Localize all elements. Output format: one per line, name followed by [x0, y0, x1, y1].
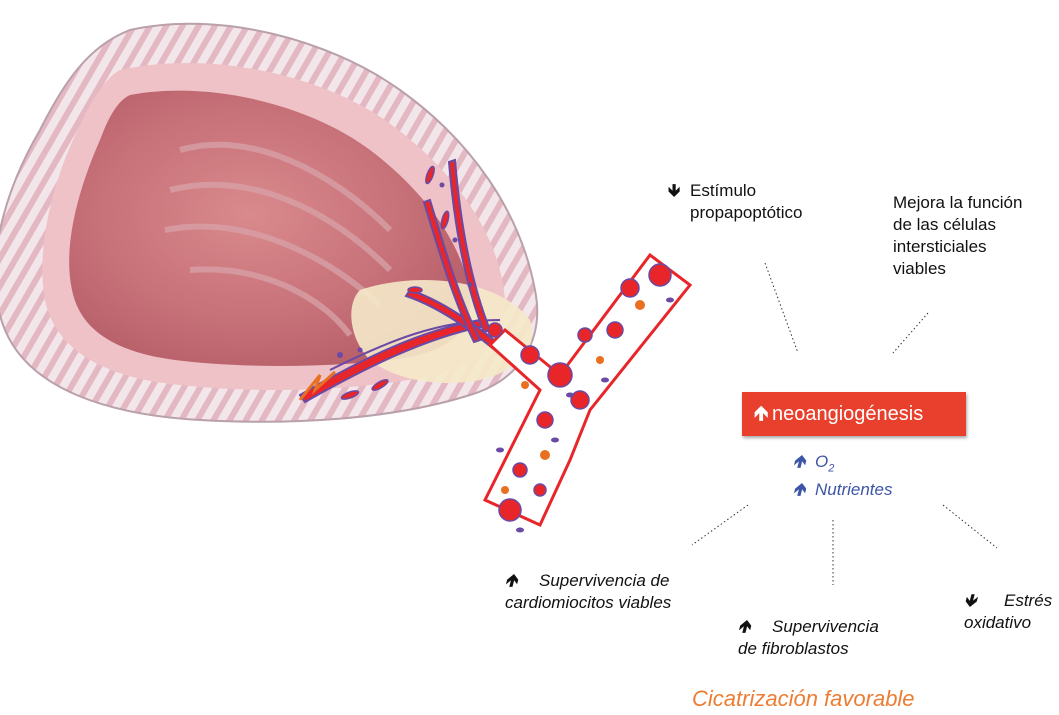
label-line: Estrés — [1004, 591, 1052, 610]
label-line: cardiomiocitos viables — [505, 593, 671, 612]
neoangiogenesis-box: 🡹neoangiogénesis — [742, 392, 966, 436]
label-estres-oxidativo: 🡻Estrés oxidativo — [964, 590, 1052, 634]
label-line: Supervivencia — [772, 617, 879, 636]
up-arrow-icon: 🡹 — [754, 392, 772, 436]
label-supervivencia-cardiomiocitos: 🡹Supervivencia de cardiomiocitos viables — [505, 570, 671, 614]
up-arrow-icon: 🡹 — [738, 616, 772, 638]
label-line: Estímulo — [690, 181, 756, 200]
footer-cicatrizacion: Cicatrización favorable — [692, 686, 915, 712]
label-line: de las células — [893, 215, 996, 234]
center-effects: 🡹O2 🡹Nutrientes — [793, 451, 892, 500]
label-line: Supervivencia de — [539, 571, 669, 590]
label-line: oxidativo — [964, 613, 1031, 632]
label-mejora-funcion: Mejora la función de las células interst… — [893, 192, 1022, 280]
box-label: neoangiogénesis — [772, 403, 923, 425]
label-line: viables — [893, 259, 946, 278]
effect-o2: O — [815, 452, 828, 471]
down-arrow-icon: 🡻 — [668, 180, 690, 202]
effect-nutrientes: Nutrientes — [815, 480, 892, 499]
effect-o2-subscript: 2 — [828, 462, 834, 474]
label-line: Mejora la función — [893, 193, 1022, 212]
label-line: intersticiales — [893, 237, 987, 256]
up-arrow-icon: 🡹 — [793, 451, 815, 472]
down-arrow-icon: 🡻 — [964, 590, 1004, 612]
label-supervivencia-fibroblastos: 🡹Supervivencia de fibroblastos — [738, 616, 879, 660]
up-arrow-icon: 🡹 — [505, 570, 539, 592]
label-line: de fibroblastos — [738, 639, 849, 658]
label-line: propapoptótico — [690, 203, 802, 222]
label-estimulo-propapoptotico: 🡻Estímulo propapoptótico — [668, 180, 802, 224]
up-arrow-icon: 🡹 — [793, 479, 815, 500]
